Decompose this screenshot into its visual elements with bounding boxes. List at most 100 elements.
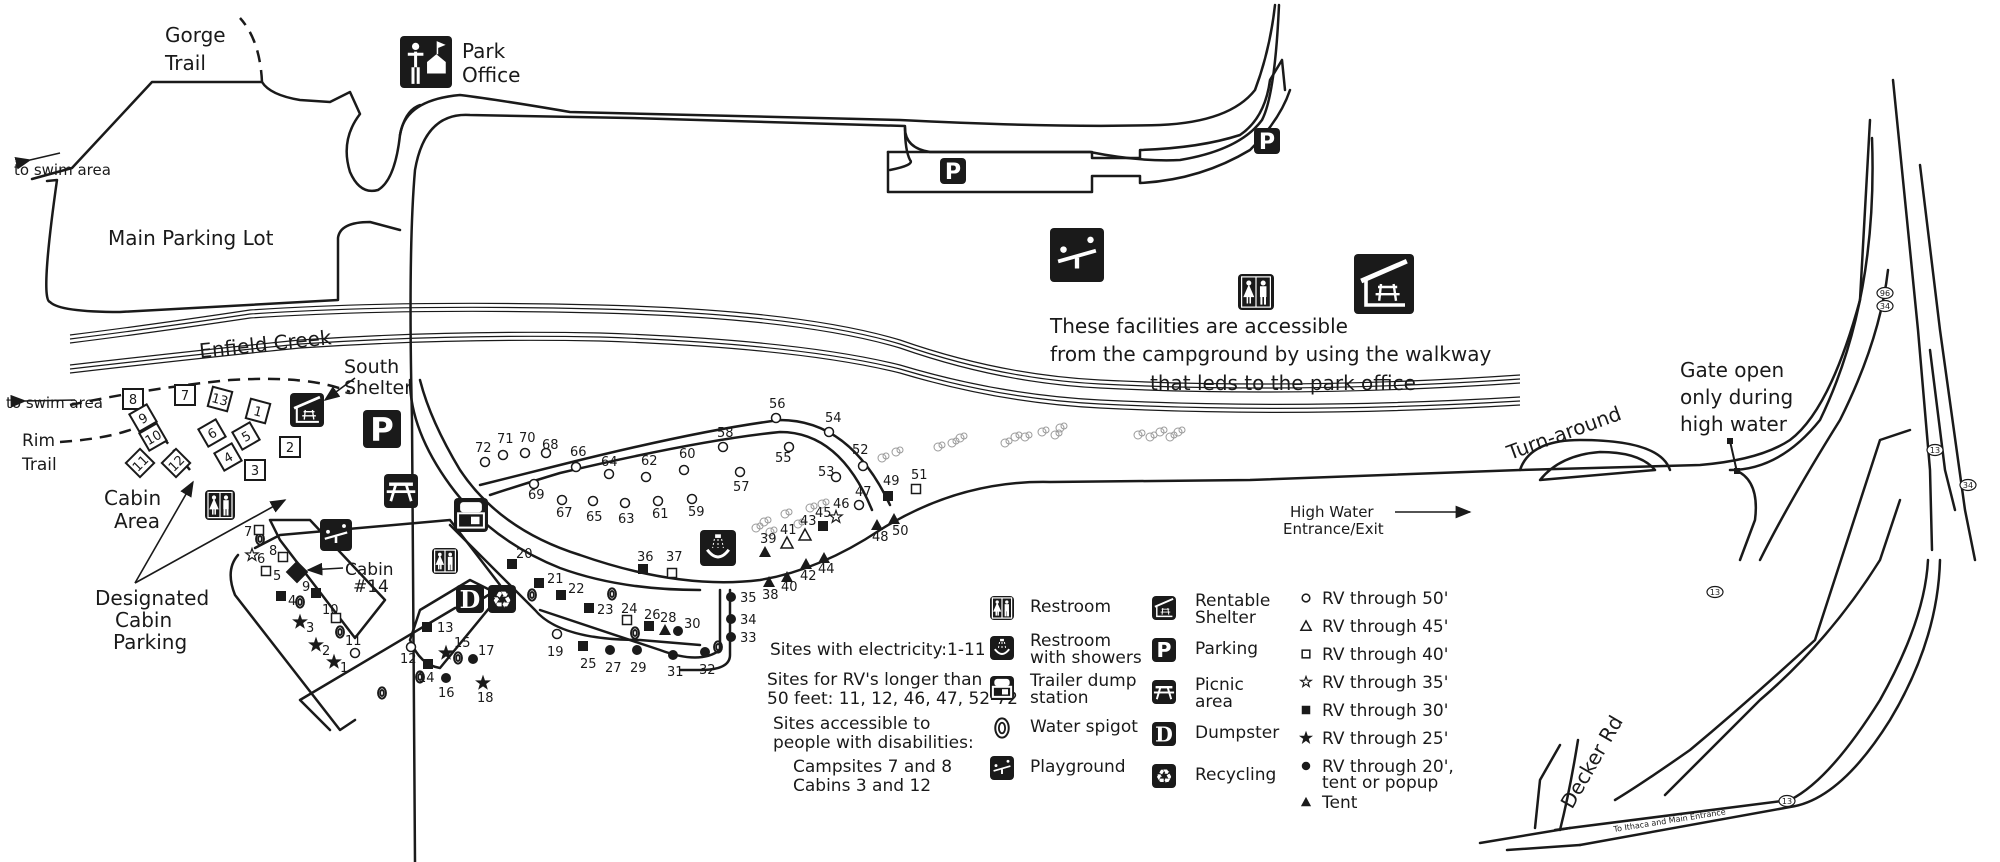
campsite-symbol-tent [888, 513, 900, 524]
water-spigot-icon [630, 626, 640, 640]
legend-label: Water spigot [1030, 717, 1138, 737]
legend-item-playground: Playground [990, 756, 1126, 780]
designated-cabin-parking-label-1: Designated [95, 586, 209, 610]
campsite-number: 18 [477, 691, 494, 706]
campsite-number: 12 [400, 652, 417, 667]
campsite-number: 32 [699, 663, 716, 678]
tree-icon [877, 452, 890, 463]
campsite-symbol-rv50 [783, 441, 795, 453]
legend-site-rv50: RV through 50' [1301, 589, 1448, 609]
campsite-37: 37 [666, 550, 683, 579]
campsite-number: 54 [825, 411, 842, 426]
highways: Decker Rd To Ithaca and Main Entrance 96… [1478, 78, 1977, 852]
campsite-35: 35 [726, 591, 757, 606]
campsite-69: 69 [528, 478, 545, 503]
info-accessible-2: people with disabilities: [773, 733, 974, 753]
main-parking-lot-label: Main Parking Lot [108, 226, 274, 250]
info-accessible-4: Cabins 3 and 12 [793, 776, 931, 796]
campsite-46: 46 [828, 497, 850, 524]
campsite-12: 12 [400, 641, 417, 667]
campsite-symbol-rv35 [244, 546, 260, 562]
parking-icon: P [1152, 638, 1176, 662]
picnic-icon [384, 474, 418, 508]
campsite-28: 28 [659, 611, 677, 635]
cabin-number: 2 [286, 441, 294, 456]
campsite-number: 59 [688, 505, 705, 520]
route-number: 13 [1782, 797, 1792, 806]
enfield-creek-label: Enfield Creek [198, 325, 333, 363]
campsite-71: 71 [497, 432, 514, 461]
legend-item-parking: P Parking [1152, 638, 1258, 662]
campsite-symbol-tent [818, 552, 830, 563]
tree-icon [1010, 431, 1023, 442]
campsite-symbol-rv50 [528, 478, 540, 490]
trailer-dump-icon [990, 676, 1014, 700]
campsite-number: 6 [257, 552, 265, 567]
campsite-72: 72 [475, 441, 492, 468]
info-accessible-3: Campsites 7 and 8 [793, 757, 952, 777]
campsite-30: 30 [673, 617, 701, 636]
park-office-icon [400, 36, 452, 88]
campsite-symbol-rv45 [779, 535, 795, 549]
campsite-number: 13 [437, 621, 454, 636]
campsite-symbol-rv40 [277, 551, 289, 563]
gate-note-3: high water [1680, 412, 1788, 436]
cabin-7: 7 [174, 384, 196, 406]
designated-cabin-parking-label-3: Parking [113, 630, 187, 654]
campsite-number: 40 [781, 580, 798, 595]
campsite-17: 17 [468, 644, 495, 664]
campsite-number: 72 [475, 441, 492, 456]
campsite-number: 29 [630, 661, 647, 676]
cabin-14-label-1: Cabin [345, 560, 394, 580]
campsite-33: 33 [726, 631, 757, 646]
campsite-number: 27 [605, 661, 622, 676]
campsite-symbol-rv50 [551, 628, 563, 640]
campsite-number: 4 [288, 594, 296, 609]
restroom-icon [205, 490, 235, 520]
campsite-56: 56 [769, 397, 786, 424]
campsite-symbol-rv45 [797, 527, 813, 541]
campsite-number: 55 [775, 451, 792, 466]
water-spigot-icon [453, 651, 463, 665]
legend-label: Restroom [1030, 597, 1111, 617]
campsite-29: 29 [630, 645, 647, 676]
campsite-42: 42 [800, 558, 817, 584]
legend-item-recycling: ♻Recycling [1152, 764, 1276, 788]
park-office-road [398, 3, 1292, 862]
route-shield-96: 96 [1876, 286, 1894, 300]
campsite-number: 47 [855, 485, 872, 500]
campsite-number: 8 [269, 544, 277, 559]
park-office-label-1: Park [462, 39, 506, 63]
campsite-number: 46 [833, 497, 850, 512]
legend-label: Parking [1195, 639, 1258, 659]
campsite-61: 61 [652, 495, 669, 522]
recycling-icon: ♻ [488, 585, 516, 613]
campsite-symbol-rv50 [770, 412, 782, 424]
campsite-2: 2 [308, 636, 330, 659]
gate-note-1: Gate open [1680, 358, 1784, 382]
campsite-symbol-rv50 [587, 495, 599, 507]
campsite-symbol-tent [763, 576, 775, 587]
water-spigot-icon [377, 686, 387, 700]
campsite-24: 24 [621, 602, 638, 626]
cabin-5: 5 [230, 420, 262, 452]
legend-label: Trailer dump [1029, 671, 1137, 691]
campsite-symbol-rv25 [292, 613, 308, 629]
campsite-66: 66 [570, 445, 587, 473]
campsite-symbol-rv50 [686, 493, 698, 505]
shower-icon [990, 636, 1014, 660]
campsite-number: 11 [345, 634, 362, 649]
tree-icon [817, 498, 830, 509]
campsite-symbol-rv25 [475, 674, 491, 690]
campsite-symbol-rv30 [638, 564, 648, 574]
campsite-20: 20 [507, 547, 533, 569]
campsite-52: 52 [852, 443, 869, 472]
route-number: 96 [1880, 289, 1890, 298]
campsite-26: 26 [644, 608, 661, 631]
campsite-symbol-rv35 [828, 508, 844, 524]
turn-around-label: Turn-around [1503, 401, 1625, 465]
campsite-number: 61 [652, 507, 669, 522]
